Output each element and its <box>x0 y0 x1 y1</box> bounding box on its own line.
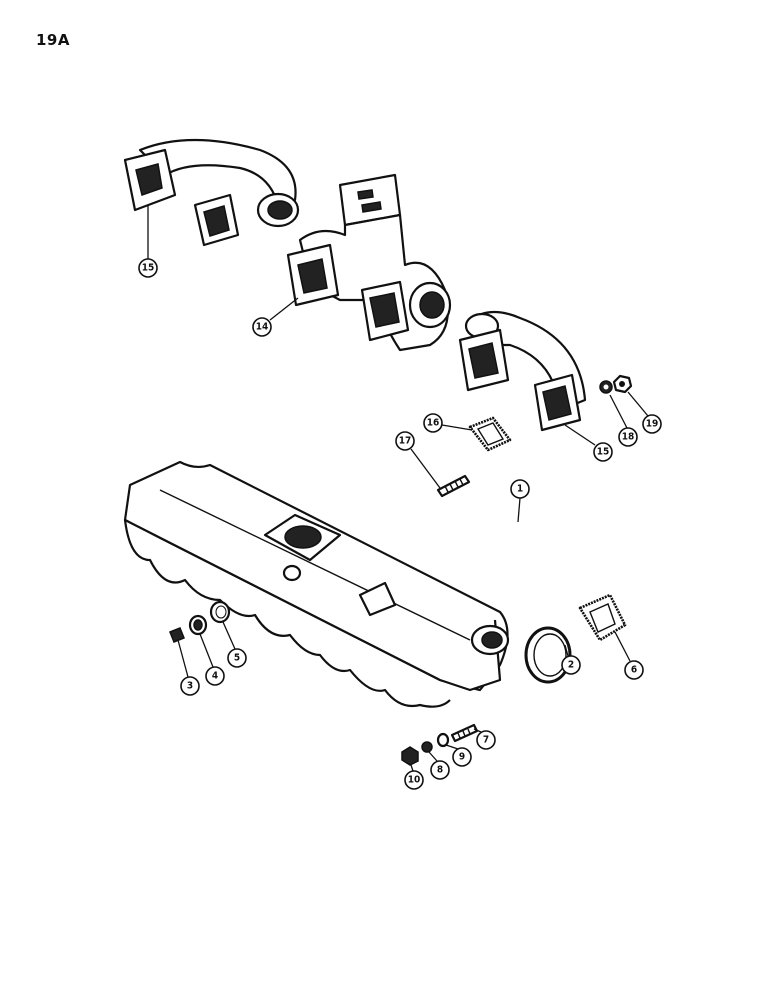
part-7-stud <box>450 723 479 743</box>
part-18-lock-washer <box>599 380 613 394</box>
callout-10: 10 <box>404 770 424 790</box>
part-4-fitting <box>188 614 208 636</box>
part-3-plug <box>169 627 185 643</box>
part-8-lock-washer <box>421 741 433 753</box>
svg-text:14: 14 <box>256 322 269 333</box>
svg-text:1: 1 <box>517 484 523 495</box>
callout-16: 16 <box>423 413 443 433</box>
callout-18: 18 <box>618 427 638 447</box>
callout-8: 8 <box>430 760 450 780</box>
svg-text:3: 3 <box>187 681 193 692</box>
svg-text:10: 10 <box>408 775 421 786</box>
part-10-nut <box>401 746 419 766</box>
callout-9: 9 <box>452 747 472 767</box>
callout-14: 14 <box>252 317 272 337</box>
svg-text:6: 6 <box>631 665 637 676</box>
part-1-exhaust-manifold <box>123 460 510 708</box>
callout-15-left: 15 <box>138 258 158 278</box>
part-15-exhaust-elbow-right <box>458 310 587 432</box>
callout-17: 17 <box>395 431 415 451</box>
callout-6: 6 <box>624 660 644 680</box>
svg-text:2: 2 <box>568 660 574 671</box>
page-number: 19A <box>36 31 70 49</box>
callout-5: 5 <box>227 648 247 668</box>
svg-text:7: 7 <box>483 735 489 746</box>
svg-text:19: 19 <box>646 419 659 430</box>
callout-2: 2 <box>561 655 581 675</box>
part-15-exhaust-elbow-left <box>123 138 300 247</box>
svg-text:5: 5 <box>234 653 240 664</box>
part-2-sealing-ring <box>524 626 572 684</box>
svg-text:15: 15 <box>597 447 610 458</box>
part-6-gasket <box>578 593 627 642</box>
svg-text:9: 9 <box>459 752 465 763</box>
part-9-flat-washer <box>436 732 450 748</box>
part-19-nut <box>612 374 633 394</box>
callout-1: 1 <box>510 479 530 499</box>
callout-4: 4 <box>205 666 225 686</box>
leader-lines <box>147 206 649 772</box>
svg-text:4: 4 <box>212 671 218 682</box>
part-14-center-manifold <box>286 173 452 352</box>
part-5-seal-ring <box>209 600 231 624</box>
svg-text:8: 8 <box>437 765 443 776</box>
svg-text:17: 17 <box>399 436 412 447</box>
callout-19: 19 <box>642 414 662 434</box>
callout-7: 7 <box>476 730 496 750</box>
svg-text:18: 18 <box>622 432 635 443</box>
part-16-gasket <box>468 416 512 452</box>
callout-15-right: 15 <box>593 442 613 462</box>
callout-3: 3 <box>180 676 200 696</box>
svg-text:15: 15 <box>142 263 155 274</box>
part-17-stud <box>436 474 471 498</box>
svg-text:16: 16 <box>427 418 440 429</box>
